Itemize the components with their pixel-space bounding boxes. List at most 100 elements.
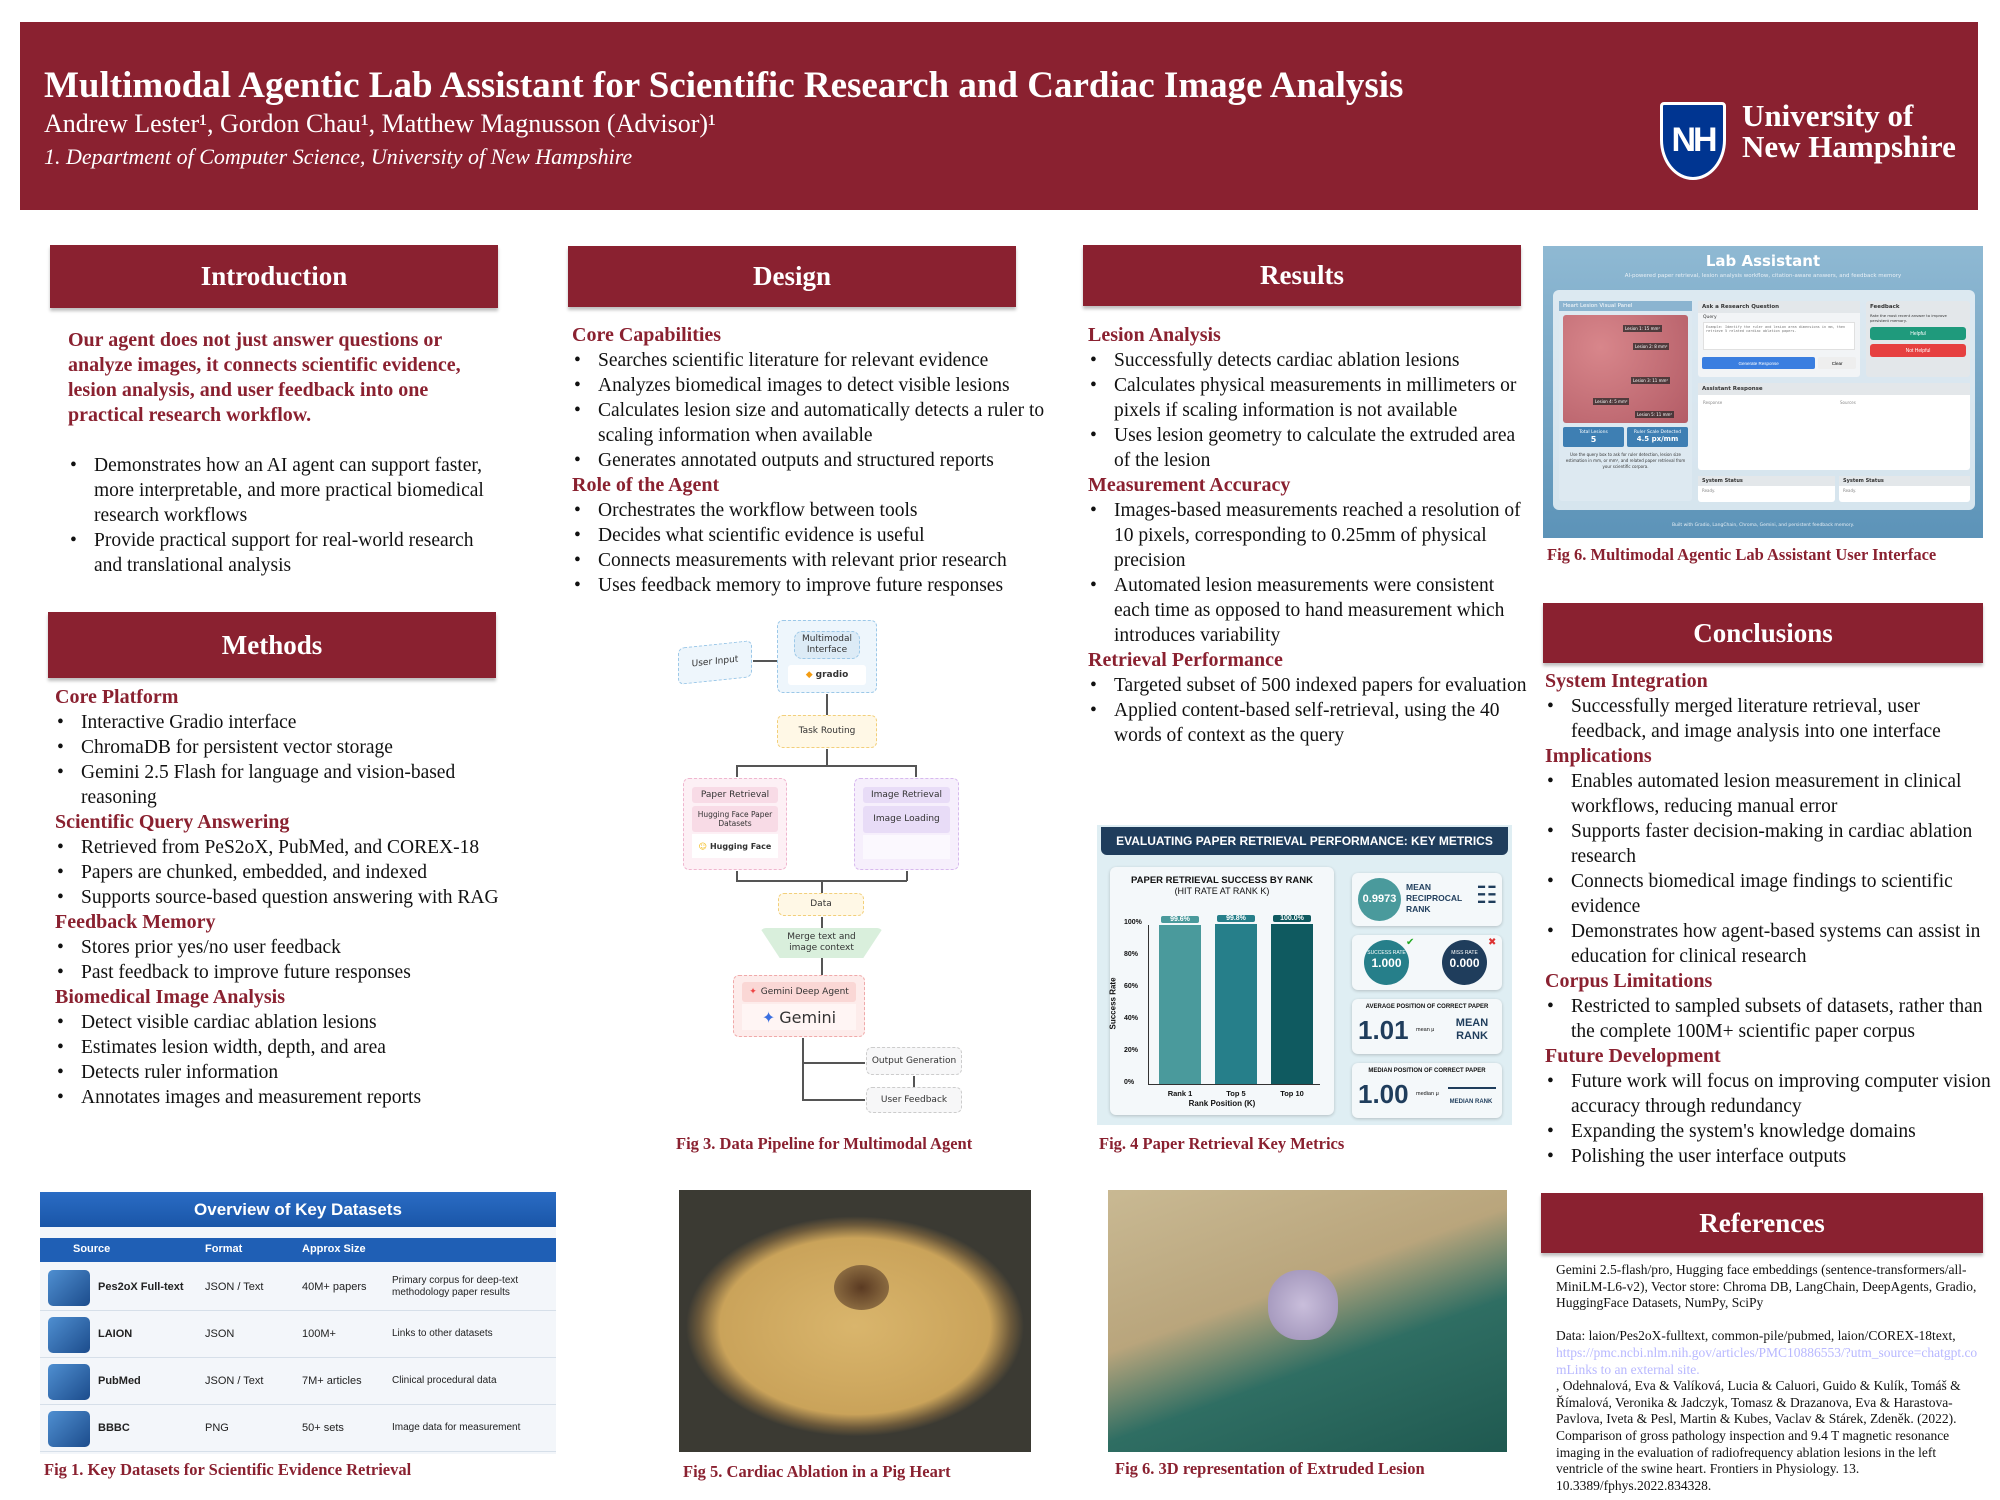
hugging-face-label: Hugging Face: [709, 841, 772, 851]
status-text: Ready.: [1843, 488, 1857, 493]
dataset-note: Primary corpus for deep-text methodology…: [392, 1275, 519, 1298]
y-tick-label: 40%: [1124, 1015, 1139, 1022]
status-text: Ready.: [1702, 488, 1716, 493]
hit-rate-chart: PAPER RETRIEVAL SUCCESS BY RANK (HIT RAT…: [1109, 867, 1334, 1115]
mean-rank-title: AVERAGE POSITION OF CORRECT PAPER: [1365, 1004, 1489, 1010]
dataset-source: LAION: [98, 1328, 133, 1340]
dataset-icon: [48, 1270, 90, 1306]
logo-line2: New Hampshire: [1742, 129, 1956, 164]
bullet-list: Retrieved from PeS2oX, PubMed, and COREX…: [55, 835, 535, 910]
generate-response-button[interactable]: Generate Response: [1702, 357, 1816, 369]
subsection-heading: Implications: [1545, 745, 1652, 767]
bar-value-label: 99.8%: [1217, 915, 1255, 923]
gemini-wordmark: Gemini: [779, 1007, 837, 1027]
lesion-tag: Lesion 3: 11 mm²: [1631, 377, 1670, 384]
bar-value-label: 99.6%: [1161, 915, 1199, 923]
node-label: Output Generation: [871, 1055, 957, 1066]
bullet-list: Future work will focus on improving comp…: [1545, 1069, 1995, 1169]
subsection-heading: Role of the Agent: [572, 474, 720, 496]
connector: [736, 765, 916, 767]
bullet-item: Uses lesion geometry to calculate the ex…: [1088, 423, 1528, 473]
bullet-item: Successfully detects cardiac ablation le…: [1088, 348, 1528, 373]
reference-link[interactable]: https://pmc.ncbi.nlm.nih.gov/articles/PM…: [1556, 1344, 1978, 1377]
median-rank-title: MEDIAN POSITION OF CORRECT PAPER: [1368, 1068, 1486, 1074]
fig6-lesion-caption: Fig 6. 3D representation of Extruded Les…: [1115, 1459, 1425, 1478]
y-tick-label: 20%: [1124, 1047, 1139, 1054]
helpful-button[interactable]: Helpful: [1870, 327, 1966, 340]
bar: [1215, 924, 1257, 1084]
hugging-face-icon: ☺: [698, 841, 707, 851]
query-label: Query: [1703, 315, 1717, 320]
hugging-face-logo: ☺Hugging Face: [692, 834, 778, 858]
bullet-item: Gemini 2.5 Flash for language and vision…: [55, 760, 535, 810]
gemini-agent-label: ✦Gemini Deep Agent: [742, 982, 856, 1002]
col-format: Format: [205, 1243, 243, 1255]
bullet-item: Detect visible cardiac ablation lesions: [55, 1010, 535, 1035]
subsection-heading: Retrieval Performance: [1088, 649, 1283, 671]
node-user-feedback: User Feedback: [866, 1087, 962, 1113]
bullet-list: Demonstrates how an AI agent can support…: [68, 453, 498, 578]
dataset-size: 40M+ papers: [302, 1281, 367, 1293]
lesion-tag: Lesion 2: 8 mm²: [1633, 343, 1670, 350]
image-loading-label: Image Loading: [863, 806, 950, 833]
response-title: Assistant Response: [1698, 383, 1970, 395]
unh-shield-icon: NH: [1660, 102, 1726, 180]
clear-button[interactable]: Clear: [1818, 357, 1856, 369]
introduction-body: Our agent does not just answer questions…: [68, 328, 498, 578]
metrics-banner-bg: [1101, 827, 1508, 855]
bullet-item: Searches scientific literature for relev…: [572, 348, 1052, 373]
y-tick-label: 0%: [1124, 1079, 1135, 1086]
subsection-heading: Lesion Analysis: [1088, 324, 1221, 346]
dataset-source: Pes2oX Full-text: [98, 1281, 184, 1293]
bullet-item: Expanding the system's knowledge domains: [1545, 1119, 1995, 1144]
dataset-size: 7M+ articles: [302, 1375, 362, 1387]
not-helpful-button[interactable]: Not Helpful: [1870, 344, 1966, 357]
pig-heart-photo: [679, 1190, 1031, 1452]
mean-rank-sub: mean μ: [1416, 1027, 1435, 1033]
bullet-item: Retrieved from PeS2oX, PubMed, and COREX…: [55, 835, 535, 860]
mrr-card: 0.9973 MEAN RECIPROCAL RANK ☷: [1352, 873, 1502, 926]
miss-value: 0.000: [1449, 956, 1480, 970]
connector: [736, 871, 738, 881]
gradio-logo: ◆gradio: [788, 665, 866, 685]
subsection-heading: Feedback Memory: [55, 911, 216, 933]
results-body: Lesion AnalysisSuccessfully detects card…: [1088, 323, 1528, 748]
fig4-caption: Fig. 4 Paper Retrieval Key Metrics: [1099, 1134, 1345, 1153]
bullet-list: Targeted subset of 500 indexed papers fo…: [1088, 673, 1528, 748]
retrieval-metrics-figure: EVALUATING PAPER RETRIEVAL PERFORMANCE: …: [1097, 825, 1512, 1125]
dataset-icon: [48, 1364, 90, 1400]
connector: [802, 1038, 804, 1100]
query-input[interactable]: [1703, 322, 1855, 350]
gemini-agent-text: Gemini Deep Agent: [760, 986, 849, 997]
bullet-list: Searches scientific literature for relev…: [572, 348, 1052, 473]
bullet-item: Interactive Gradio interface: [55, 710, 535, 735]
bullet-item: Calculates lesion size and automatically…: [572, 398, 1052, 448]
bullet-item: Estimates lesion width, depth, and area: [55, 1035, 535, 1060]
lab-footer: Built with Gradio, LangChain, Chroma, Ge…: [1671, 523, 1855, 528]
logo-monogram: NH: [1671, 121, 1717, 159]
pipeline-diagram: User Input Multimodal Interface ◆gradio …: [660, 610, 980, 1130]
dataset-format: JSON: [205, 1328, 235, 1340]
lesion-tag: Lesion 5: 11 mm²: [1635, 411, 1674, 418]
reference-data: Data: laion/Pes2oX-fulltext, common-pile…: [1556, 1328, 1956, 1344]
stat-label: Ruler Scale Detected: [1633, 430, 1682, 435]
bullet-list: Orchestrates the workflow between toolsD…: [572, 498, 1052, 598]
sources-label: Sources: [1840, 400, 1856, 405]
affiliation: 1. Department of Computer Science, Unive…: [44, 144, 633, 169]
stat-label: Total Lesions: [1579, 430, 1608, 435]
arrow: [802, 1062, 865, 1064]
bullet-item: Applied content-based self-retrieval, us…: [1088, 698, 1528, 748]
subsection-heading: Core Platform: [55, 686, 179, 708]
ask-question-panel: Ask a Research Question Query Generate R…: [1698, 301, 1860, 377]
col-source: Source: [73, 1243, 111, 1255]
arrow: [802, 1099, 865, 1101]
bullet-list: Images-based measurements reached a reso…: [1088, 498, 1528, 648]
conclusions-body: System IntegrationSuccessfully merged li…: [1545, 669, 1995, 1169]
bullet-item: Connects measurements with relevant prio…: [572, 548, 1052, 573]
bullet-list: Restricted to sampled subsets of dataset…: [1545, 994, 1995, 1044]
median-rank-sub: median μ: [1416, 1091, 1439, 1097]
fig5-caption: Fig 5. Cardiac Ablation in a Pig Heart: [683, 1462, 951, 1481]
